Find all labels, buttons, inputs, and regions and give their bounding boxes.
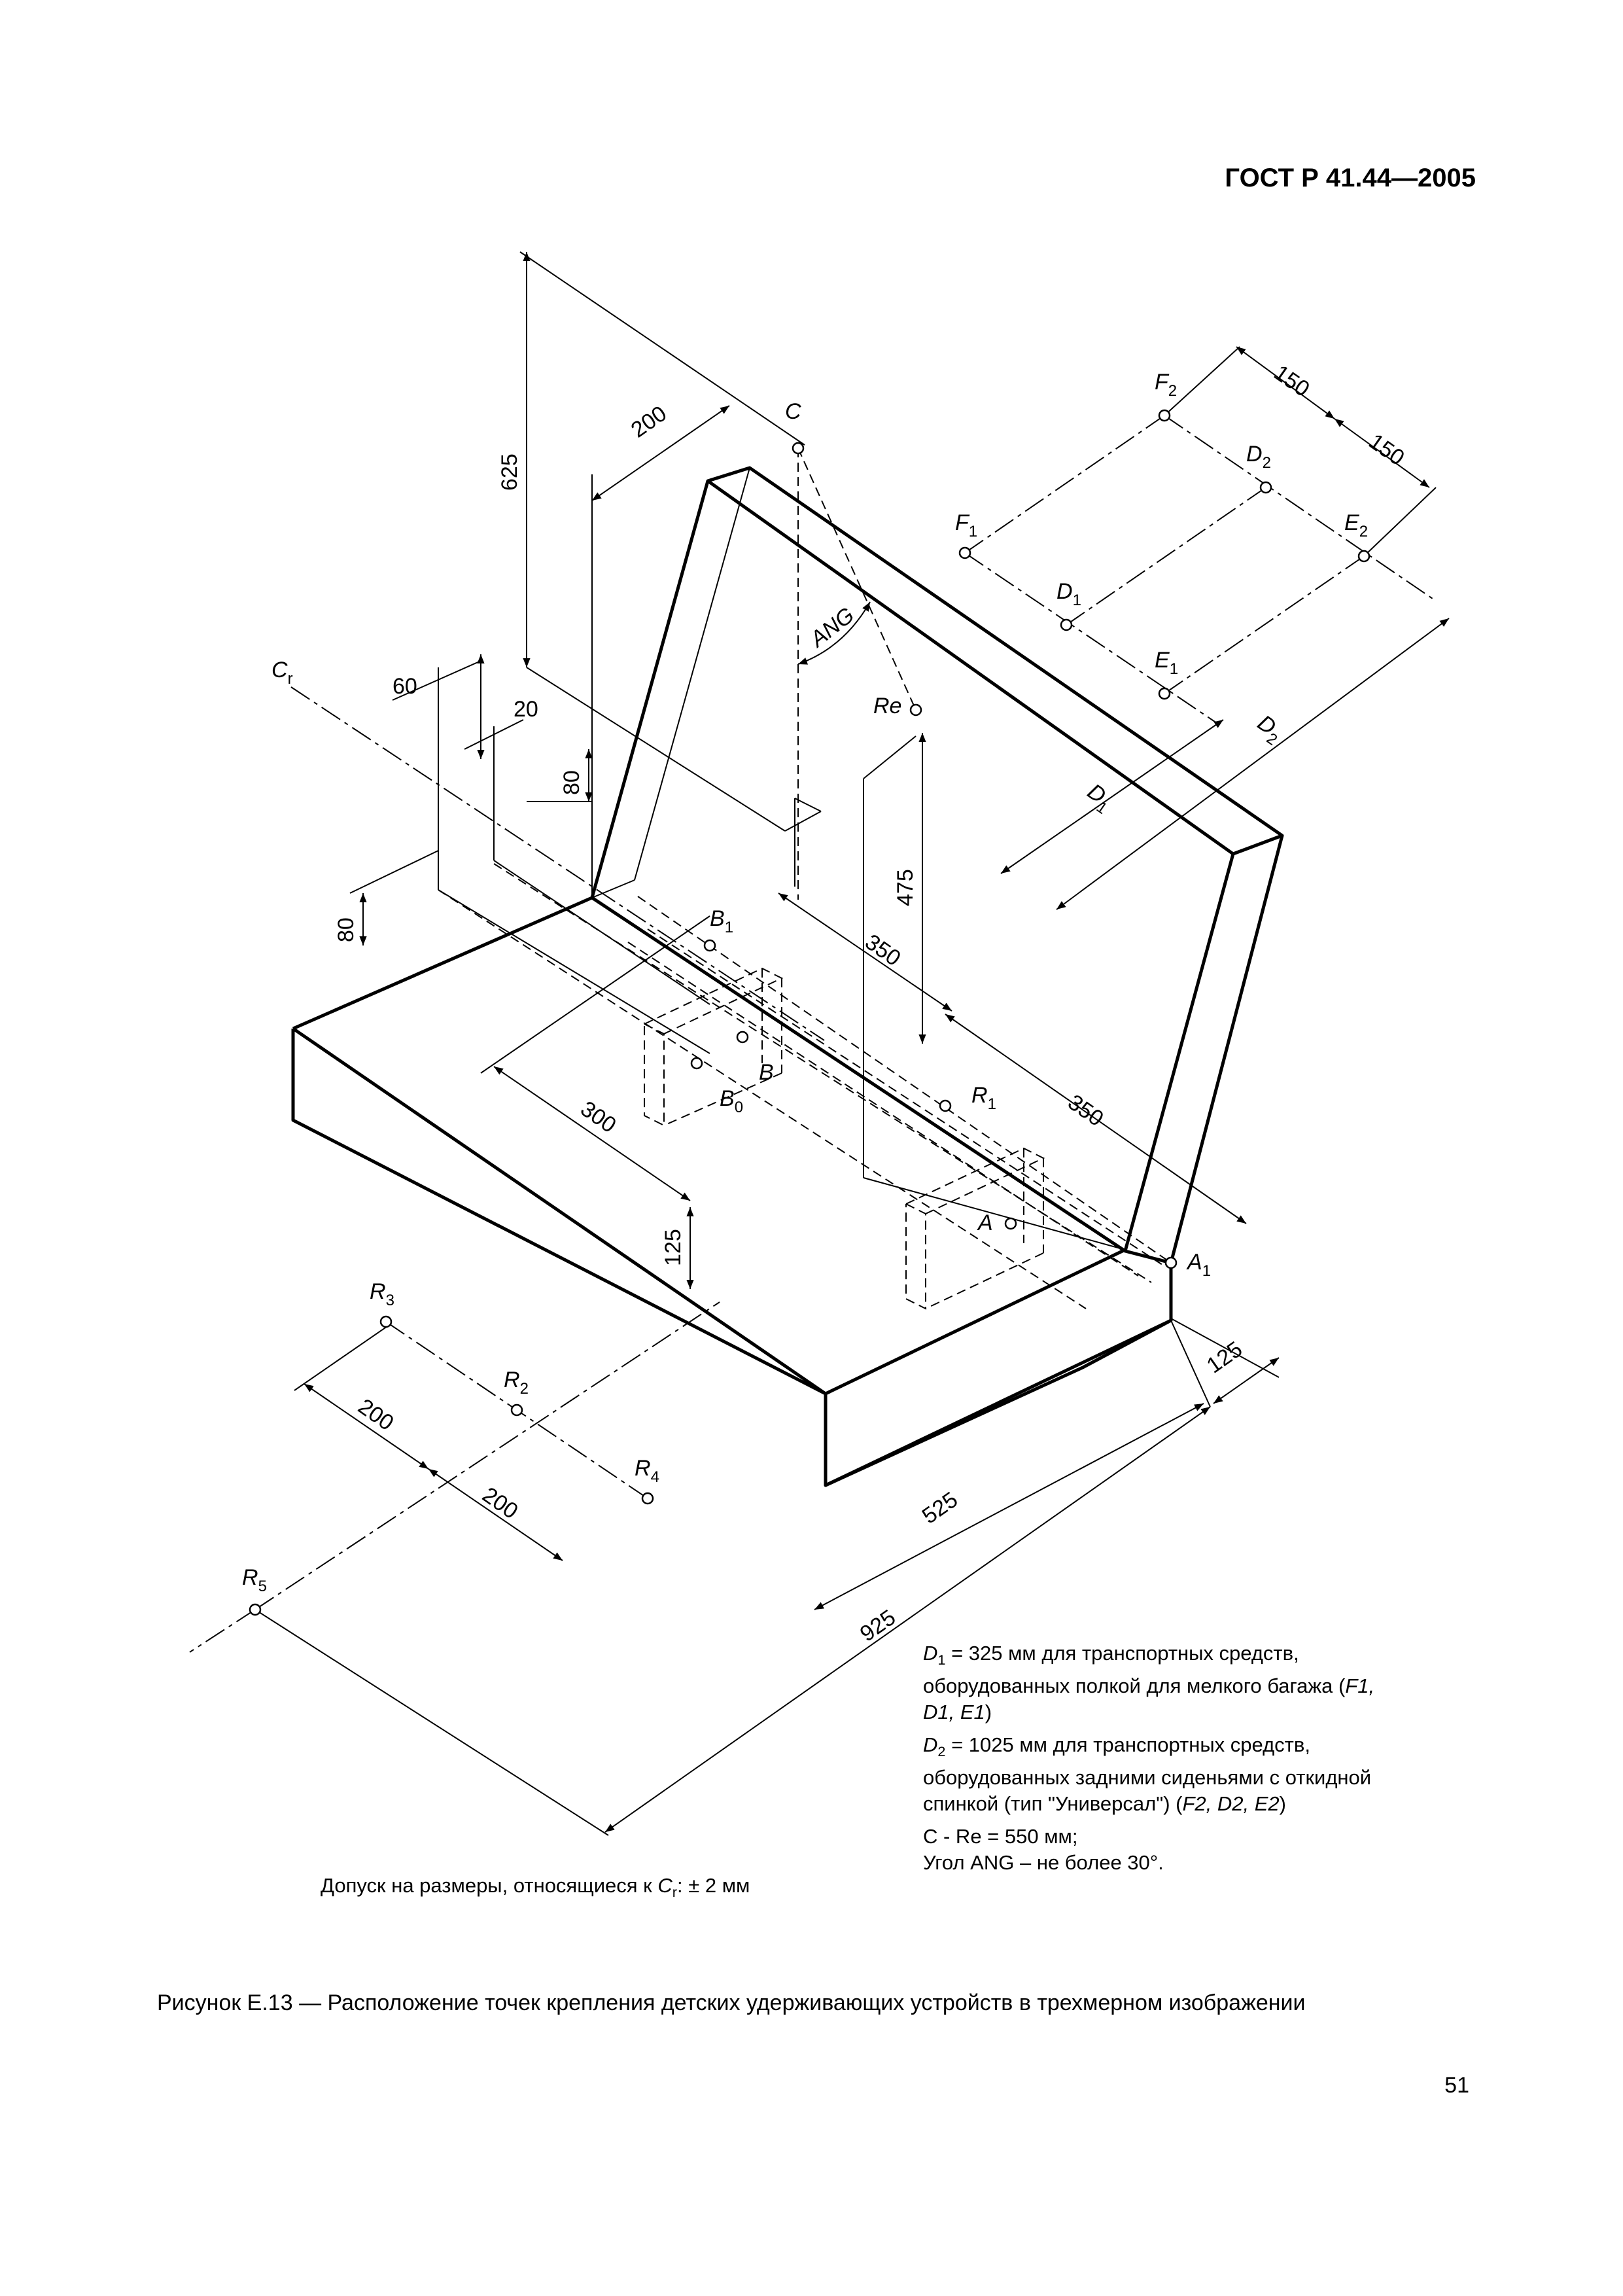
point-f2 — [1158, 409, 1171, 422]
point-d1 — [1060, 618, 1073, 631]
point-e1 — [1158, 687, 1171, 700]
dim-150-a: 150 — [1269, 360, 1314, 402]
note-ang: Угол ANG – не более 30°. — [923, 1851, 1164, 1875]
notes-right: D1 = 325 мм для транспортных средств, об… — [923, 1640, 1381, 1876]
label-r4: R4 — [635, 1456, 659, 1486]
note-tolerance: Допуск на размеры, относящиеся к Cr: ± 2… — [321, 1874, 750, 1901]
point-a — [1004, 1217, 1017, 1230]
construction-lines — [292, 467, 1126, 1250]
seat-cushion — [291, 896, 1173, 1487]
point-f1 — [958, 546, 971, 559]
dim-525: 525 — [918, 1487, 962, 1529]
label-d1-point: D1 — [1056, 579, 1081, 609]
label-b1: B1 — [710, 906, 733, 936]
dimension-lines — [254, 251, 1450, 1836]
dim-300: 300 — [576, 1096, 620, 1138]
dim-350-upper: 350 — [860, 929, 905, 971]
dim-20: 20 — [514, 697, 538, 722]
dim-80-right: 80 — [559, 770, 584, 795]
label-r1: R1 — [971, 1083, 996, 1113]
dim-925: 925 — [856, 1605, 900, 1647]
dim-80-left: 80 — [334, 917, 358, 942]
hidden-lines — [438, 448, 1172, 1310]
label-f1: F1 — [955, 510, 977, 540]
label-cr: Cr — [271, 658, 293, 688]
reference-points — [249, 409, 1370, 1616]
label-e1: E1 — [1155, 648, 1178, 678]
dim-625: 625 — [497, 453, 522, 491]
point-e2 — [1357, 550, 1370, 563]
page-number: 51 — [1444, 2073, 1469, 2098]
figure-caption: Рисунок Е.13 — Расположение точек крепле… — [157, 1990, 1306, 2015]
point-d2 — [1259, 481, 1272, 494]
point-r4 — [641, 1492, 654, 1505]
dim-350-lower: 350 — [1063, 1089, 1108, 1131]
point-b1 — [703, 939, 716, 952]
label-r3: R3 — [370, 1279, 394, 1309]
dim-60: 60 — [393, 674, 417, 699]
label-re: Re — [873, 694, 901, 718]
label-d2-point: D2 — [1246, 442, 1271, 472]
point-a1 — [1164, 1256, 1178, 1269]
label-a1: A1 — [1186, 1250, 1211, 1280]
standard-code: ГОСТ Р 41.44—2005 — [1225, 164, 1476, 192]
point-b0 — [690, 1057, 703, 1070]
point-b — [736, 1031, 749, 1044]
dim-200-top: 200 — [627, 401, 671, 443]
label-b0: B0 — [720, 1086, 743, 1116]
point-r5 — [249, 1603, 262, 1616]
label-r2: R2 — [504, 1368, 529, 1398]
label-d1-line: D1 — [1080, 779, 1117, 817]
dim-200-lower-a: 200 — [353, 1394, 398, 1436]
point-re — [909, 703, 922, 716]
point-r3 — [379, 1315, 393, 1328]
dim-125-vertical: 125 — [661, 1229, 686, 1266]
dim-475: 475 — [893, 869, 918, 906]
label-d2-line: D2 — [1250, 710, 1287, 749]
point-c — [792, 442, 805, 455]
label-b: B — [759, 1060, 774, 1085]
dim-150-b: 150 — [1364, 429, 1408, 470]
label-a: A — [977, 1210, 993, 1235]
point-r1 — [939, 1099, 952, 1112]
center-lines — [189, 415, 1433, 1653]
dim-200-lower-b: 200 — [478, 1482, 522, 1524]
note-c-re: C - Re = 550 мм; — [923, 1825, 1078, 1848]
label-e2: E2 — [1344, 510, 1368, 540]
note-d1: D1 = 325 мм для транспортных средств, об… — [923, 1642, 1375, 1724]
dim-125-right: 125 — [1202, 1337, 1247, 1379]
label-r5: R5 — [242, 1565, 267, 1595]
point-r2 — [510, 1404, 523, 1417]
label-ang: ANG — [805, 603, 859, 653]
label-c: C — [785, 399, 801, 424]
label-f2: F2 — [1155, 370, 1177, 400]
note-d2: D2 = 1025 мм для транспортных средств, о… — [923, 1733, 1372, 1816]
ang-arc — [797, 601, 871, 665]
